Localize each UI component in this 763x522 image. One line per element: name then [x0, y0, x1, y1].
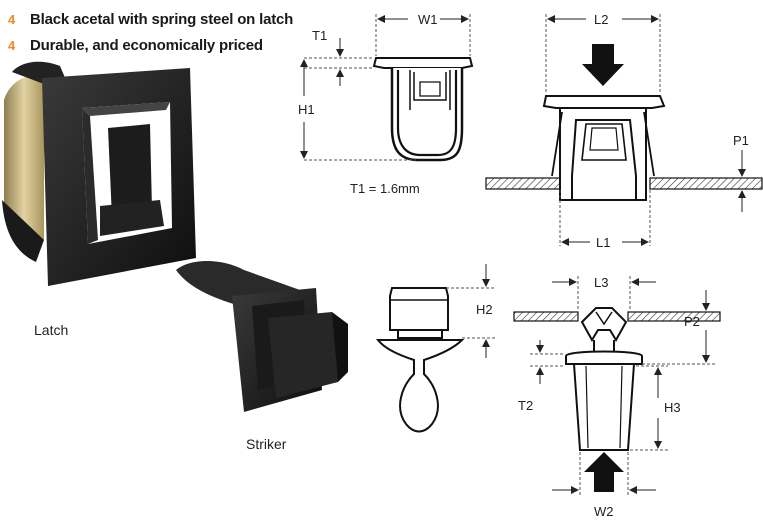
label-p1: P1	[733, 133, 749, 148]
label-w1: W1	[418, 12, 438, 27]
bullet-marker: 4	[8, 37, 16, 53]
label-h2: H2	[476, 302, 493, 317]
latch-caption: Latch	[34, 322, 69, 338]
label-l3: L3	[594, 275, 608, 290]
thickness-note: T1 = 1.6mm	[350, 181, 420, 196]
striker-caption: Striker	[246, 436, 287, 452]
feature-text: Black acetal with spring steel on latch	[30, 10, 294, 28]
drawing-striker-profile: H2	[375, 264, 496, 433]
label-t1: T1	[312, 28, 327, 43]
striker-image	[176, 261, 348, 412]
drawing-installed-latch: L2 P1 L1	[485, 12, 763, 250]
label-t2: T2	[518, 398, 533, 413]
latch-image	[2, 61, 196, 286]
drawing-installed-striker: L3 P2 T2 H3 W2	[513, 275, 721, 519]
feature-item: 4 Black acetal with spring steel on latc…	[8, 6, 328, 32]
label-h3: H3	[664, 400, 681, 415]
feature-list: 4 Black acetal with spring steel on latc…	[8, 6, 328, 58]
feature-item: 4 Durable, and economically priced	[8, 32, 328, 58]
feature-text: Durable, and economically priced	[30, 36, 263, 54]
label-p2: P2	[684, 314, 700, 329]
drawing-side-profile: W1 T1 H1 T1 = 1.6mm	[298, 12, 474, 196]
label-w2: W2	[594, 504, 614, 519]
bullet-marker: 4	[8, 11, 16, 27]
label-h1: H1	[298, 102, 315, 117]
label-l2: L2	[594, 12, 608, 27]
label-l1: L1	[596, 235, 610, 250]
